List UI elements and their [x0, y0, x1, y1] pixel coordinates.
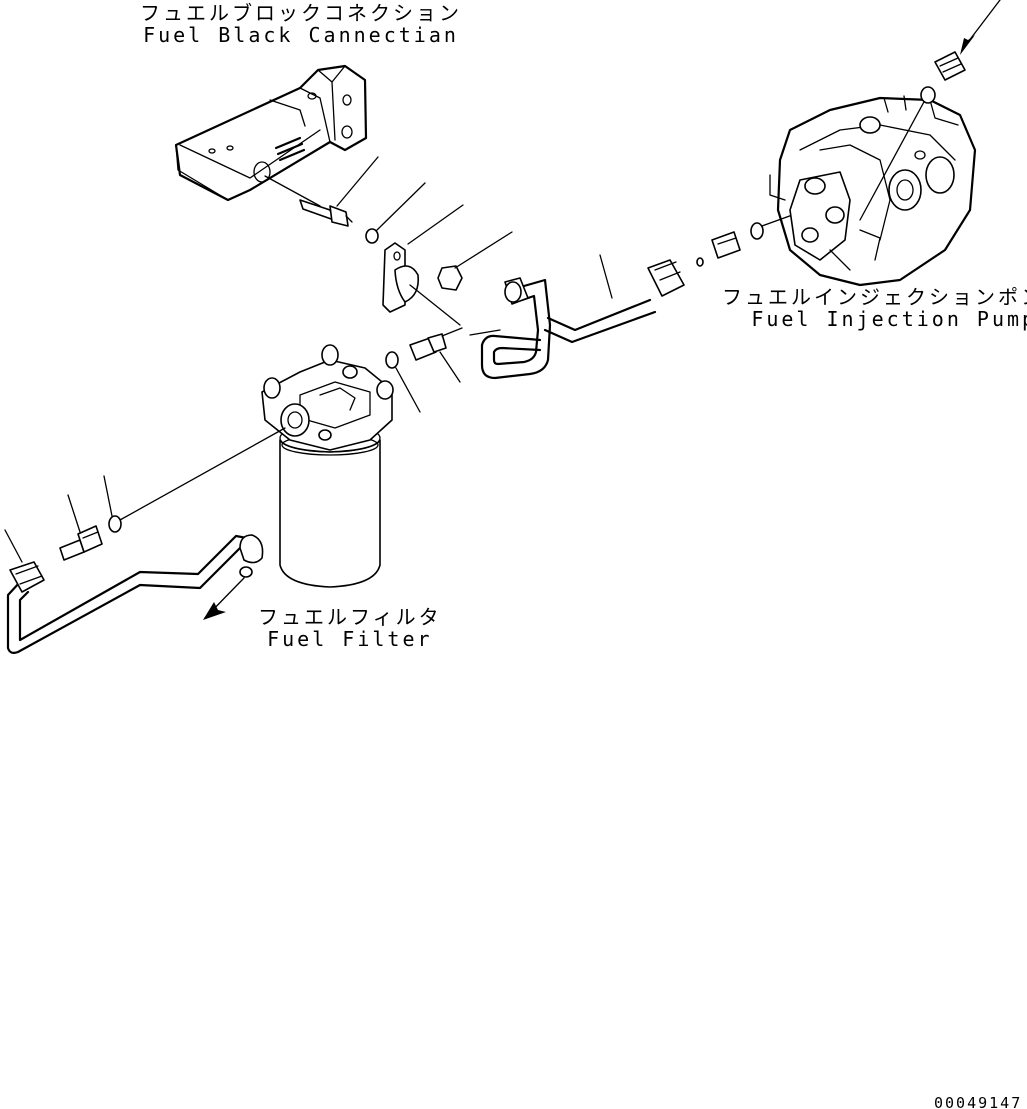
pump-top-o-ring [920, 86, 936, 104]
fuel-pump-label-jp: フュエルインジェクションポンプ [722, 285, 1027, 309]
fuel-filter-label: フュエルフィルタ Fuel Filter [258, 606, 442, 650]
clamp-bracket [382, 242, 461, 326]
lower-connector-fitting [59, 525, 103, 561]
connector-fitting [409, 327, 463, 361]
lower-o-ring [108, 515, 122, 533]
fuel-pipe-upper [469, 254, 685, 380]
fuel-filter-label-jp: フュエルフィルタ [258, 605, 442, 629]
fuel-block-label-en: Fuel Black Cannectian [143, 23, 459, 47]
fuel-injection-pump-label: フュエルインジェクションポンプ Fuel Injection Pump [722, 286, 1027, 330]
pump-o-ring [750, 222, 764, 240]
o-ring [385, 351, 399, 369]
fuel-block-connection-label: フュエルブロックコネクション Fuel Black Cannectian [140, 2, 462, 46]
fuel-filter-label-en: Fuel Filter [267, 627, 433, 651]
washer [365, 228, 379, 244]
hollow-bolt [299, 199, 353, 227]
pump-inlet-fitting [696, 231, 741, 267]
nut [437, 265, 463, 291]
fuel-block-label-jp: フュエルブロックコネクション [140, 1, 462, 25]
fuel-pipe-lower [6, 534, 264, 654]
fuel-filter [261, 344, 394, 588]
document-number: 00049147 [934, 1094, 1023, 1109]
fuel-pump-label-en: Fuel Injection Pump [751, 307, 1027, 331]
fuel-injection-pump [769, 95, 977, 287]
fuel-block-connection [174, 64, 368, 207]
pump-top-fitting [934, 51, 966, 81]
